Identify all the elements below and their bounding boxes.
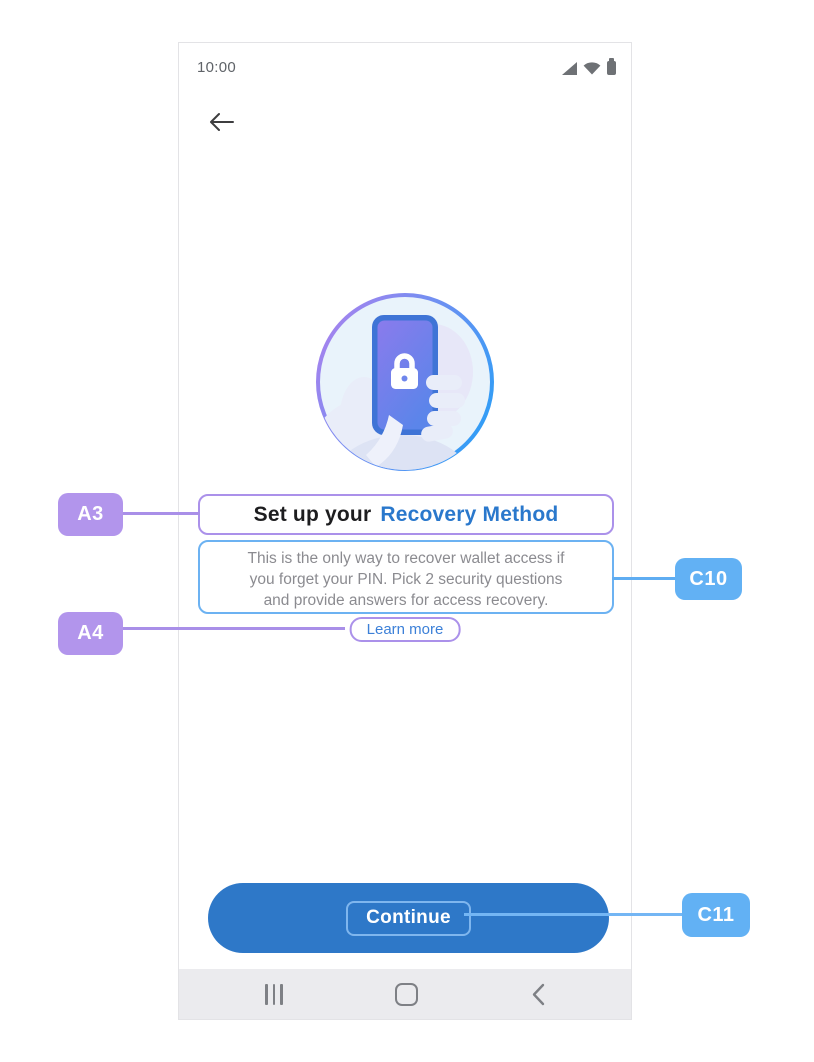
battery-icon xyxy=(607,57,616,75)
connector-c10 xyxy=(612,577,677,580)
description-line: and provide answers for access recovery. xyxy=(263,592,549,609)
home-button[interactable] xyxy=(395,982,419,1006)
continue-button[interactable]: Continue xyxy=(208,883,609,953)
annotation-badge-a4: A4 xyxy=(58,612,123,655)
wifi-icon xyxy=(583,61,601,74)
hand-phone-lock-illustration xyxy=(316,293,494,471)
phone-frame: 10:00 xyxy=(178,42,632,1020)
status-time: 10:00 xyxy=(197,58,237,76)
status-bar: 10:00 xyxy=(197,56,616,78)
back-chevron-icon xyxy=(532,983,545,1005)
title-highlight: Recovery Method xyxy=(380,502,559,526)
annotation-badge-a3: A3 xyxy=(58,493,123,536)
description-line: This is the only way to recover wallet a… xyxy=(247,550,565,567)
learn-more-link[interactable]: Learn more xyxy=(349,617,461,642)
back-button[interactable] xyxy=(204,107,238,137)
continue-button-label: Continue xyxy=(346,900,471,936)
nav-back-button[interactable] xyxy=(531,983,545,1006)
home-icon xyxy=(395,982,419,1006)
recents-button[interactable] xyxy=(265,983,283,1005)
recents-icon xyxy=(265,983,283,1005)
description-line: you forget your PIN. Pick 2 security que… xyxy=(249,571,563,588)
connector-a4 xyxy=(121,627,345,630)
android-nav-bar xyxy=(179,969,631,1019)
annotation-badge-c11: C11 xyxy=(682,893,750,937)
connector-c11 xyxy=(464,913,684,916)
title-prefix: Set up your xyxy=(253,502,372,526)
status-icons xyxy=(562,57,616,75)
screen-title: Set up your Recovery Method xyxy=(198,494,614,535)
connector-a3 xyxy=(121,512,200,515)
arrow-left-icon xyxy=(209,113,234,131)
signal-icon xyxy=(562,61,577,75)
description-text: This is the only way to recover wallet a… xyxy=(198,540,614,614)
annotation-badge-c10: C10 xyxy=(675,558,742,600)
